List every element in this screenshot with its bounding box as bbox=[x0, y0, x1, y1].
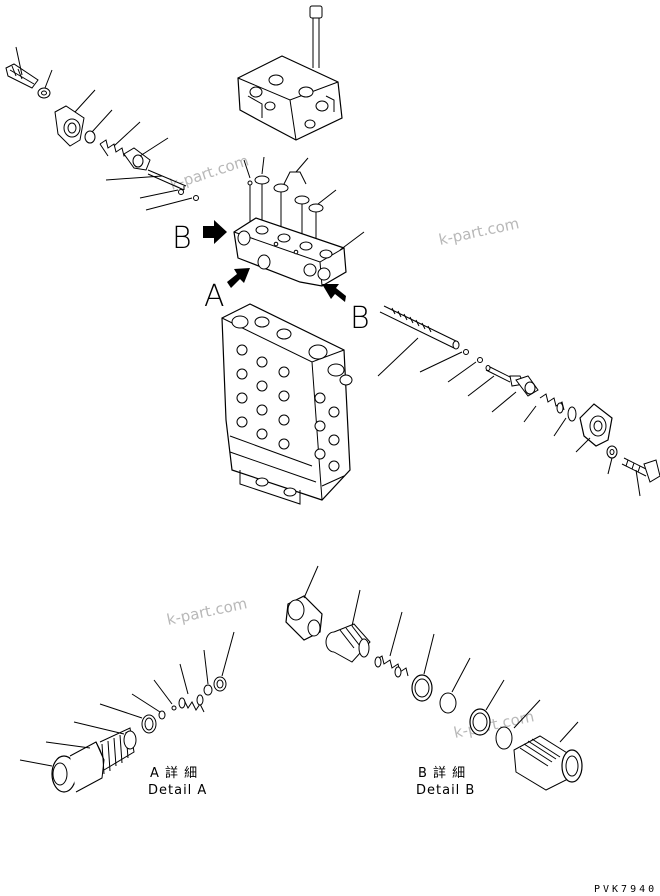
upper-left-parts bbox=[5, 46, 199, 211]
retainer-top-left bbox=[123, 147, 151, 171]
arrow-a-group: A bbox=[204, 268, 250, 314]
detail-b-label-en: Detail B bbox=[416, 783, 475, 798]
detail-b-label-jp: B 詳 細 bbox=[418, 765, 466, 781]
right-exploded-parts bbox=[377, 305, 660, 497]
o-ring-right bbox=[567, 406, 577, 422]
detail-a-o-ring-1 bbox=[123, 730, 137, 750]
arrow-label-b-right: B bbox=[350, 301, 370, 336]
detail-a-label-jp: A 詳 細 bbox=[150, 765, 198, 781]
watermark-3: k-part.com bbox=[165, 594, 249, 629]
detail-b-backup-ring-2 bbox=[469, 708, 491, 736]
detail-b-o-ring-1 bbox=[439, 692, 457, 714]
cover-top-left bbox=[54, 105, 85, 147]
detail-a-label-en: Detail A bbox=[148, 783, 207, 798]
detail-b-spring bbox=[374, 655, 409, 678]
bolt-top-left bbox=[5, 63, 39, 89]
arrow-b-left-group: B bbox=[172, 220, 227, 256]
detail-a-plug bbox=[51, 727, 135, 793]
top-body bbox=[237, 5, 343, 141]
o-ring-top-left bbox=[84, 130, 96, 144]
watermark-1: k-part.com bbox=[168, 151, 251, 193]
detail-a-o-ring-2 bbox=[203, 684, 213, 696]
valve-side-ports bbox=[236, 344, 340, 472]
detail-b-sleeve bbox=[285, 595, 323, 641]
arrow-b-right-group: B bbox=[322, 284, 370, 336]
detail-a-ball bbox=[171, 705, 177, 711]
arrow-b-left-icon bbox=[203, 220, 227, 244]
spring-right bbox=[539, 393, 565, 414]
arrow-label-b-left: B bbox=[172, 221, 192, 256]
detail-b-piston bbox=[325, 623, 371, 663]
detail-a-backup-ring bbox=[141, 714, 157, 734]
ball-right-1 bbox=[463, 349, 469, 355]
detail-a-parts bbox=[19, 631, 235, 793]
detail-a-ring-small bbox=[158, 710, 166, 720]
detail-b-plug bbox=[513, 735, 583, 791]
main-control-valve bbox=[221, 303, 353, 505]
arrow-b-right-icon bbox=[322, 284, 346, 302]
watermark-2: k-part.com bbox=[437, 214, 521, 249]
retainer-right bbox=[515, 375, 539, 397]
detail-a-cap bbox=[213, 676, 227, 692]
cover-right bbox=[579, 403, 613, 447]
detail-a-spring bbox=[178, 694, 205, 713]
ball-right-2 bbox=[477, 357, 483, 363]
ball-top-left-2 bbox=[193, 195, 199, 201]
arrow-label-a: A bbox=[204, 279, 225, 314]
detail-b-o-ring-2 bbox=[495, 726, 513, 750]
watermark-4: k-part.com bbox=[452, 707, 536, 742]
ball-top-left-1 bbox=[178, 189, 184, 195]
drawing-code: PVK7940 bbox=[594, 884, 657, 895]
detail-b-parts bbox=[285, 565, 583, 791]
middle-valve-block bbox=[233, 156, 365, 287]
detail-b-backup-ring-1 bbox=[411, 674, 433, 702]
arrow-a-icon bbox=[227, 268, 250, 288]
spool-right bbox=[379, 305, 460, 350]
bolt-right bbox=[621, 457, 660, 483]
